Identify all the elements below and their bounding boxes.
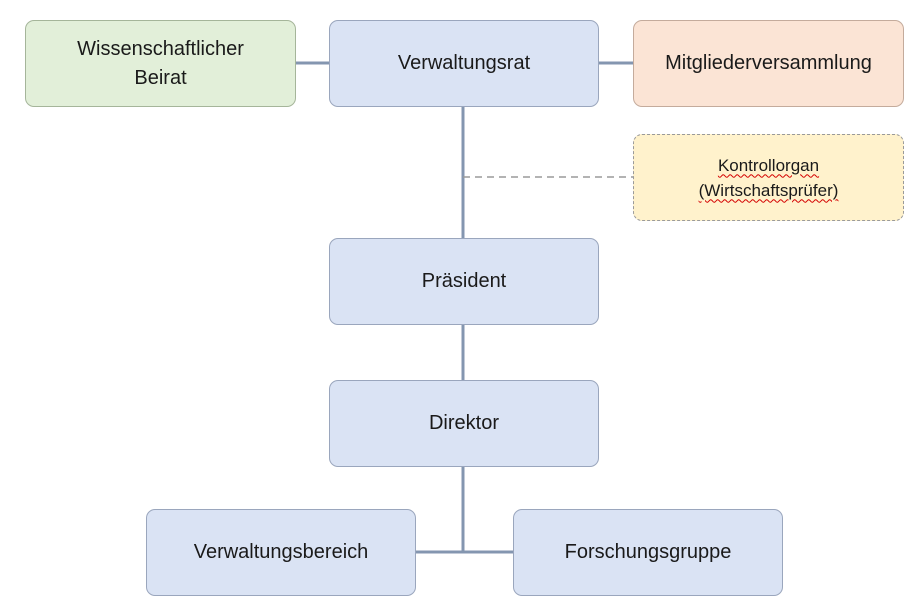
- node-label: Wissenschaftlicher Beirat: [77, 37, 244, 89]
- node-label: Mitgliederversammlung: [665, 52, 872, 74]
- node-verwaltungsbereich: Verwaltungsbereich: [146, 509, 416, 596]
- node-label-line1: Kontrollorgan: [717, 155, 820, 175]
- node-label: Forschungsgruppe: [564, 541, 732, 563]
- node-label: Direktor: [428, 412, 499, 434]
- node-praesident: Präsident: [329, 238, 599, 325]
- node-forschungsgruppe: Forschungsgruppe: [513, 509, 783, 596]
- node-kontrollorgan: Kontrollorgan (Wirtschaftsprüfer): [633, 134, 904, 221]
- node-label-line2: (Wirtschaftsprüfer): [698, 180, 839, 200]
- node-label: Präsident: [421, 270, 507, 292]
- node-label: Verwaltungsrat: [397, 52, 531, 74]
- node-mitgliederversammlung: Mitgliederversammlung: [633, 20, 904, 107]
- node-direktor: Direktor: [329, 380, 599, 467]
- node-verwaltungsrat: Verwaltungsrat: [329, 20, 599, 107]
- node-wissenschaftlicher-beirat: Wissenschaftlicher Beirat: [25, 20, 296, 107]
- node-label: Verwaltungsbereich: [193, 541, 369, 563]
